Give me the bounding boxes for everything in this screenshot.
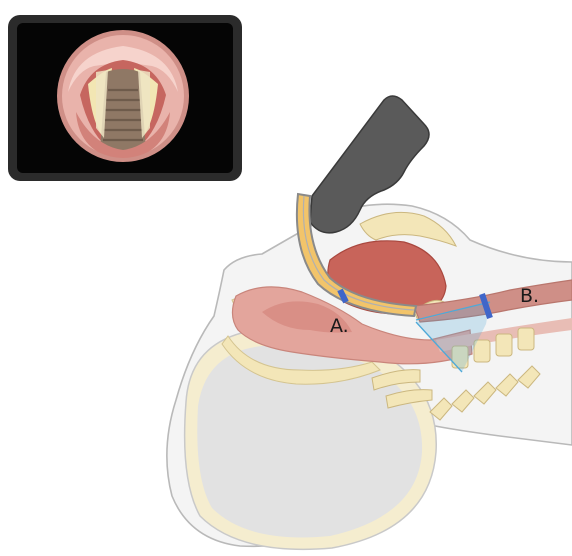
- head-cross-section: [167, 204, 572, 549]
- video-monitor-icon: [8, 15, 242, 181]
- label-a: A.: [330, 315, 349, 337]
- label-b: B.: [520, 285, 539, 307]
- glottis-view: [57, 30, 189, 162]
